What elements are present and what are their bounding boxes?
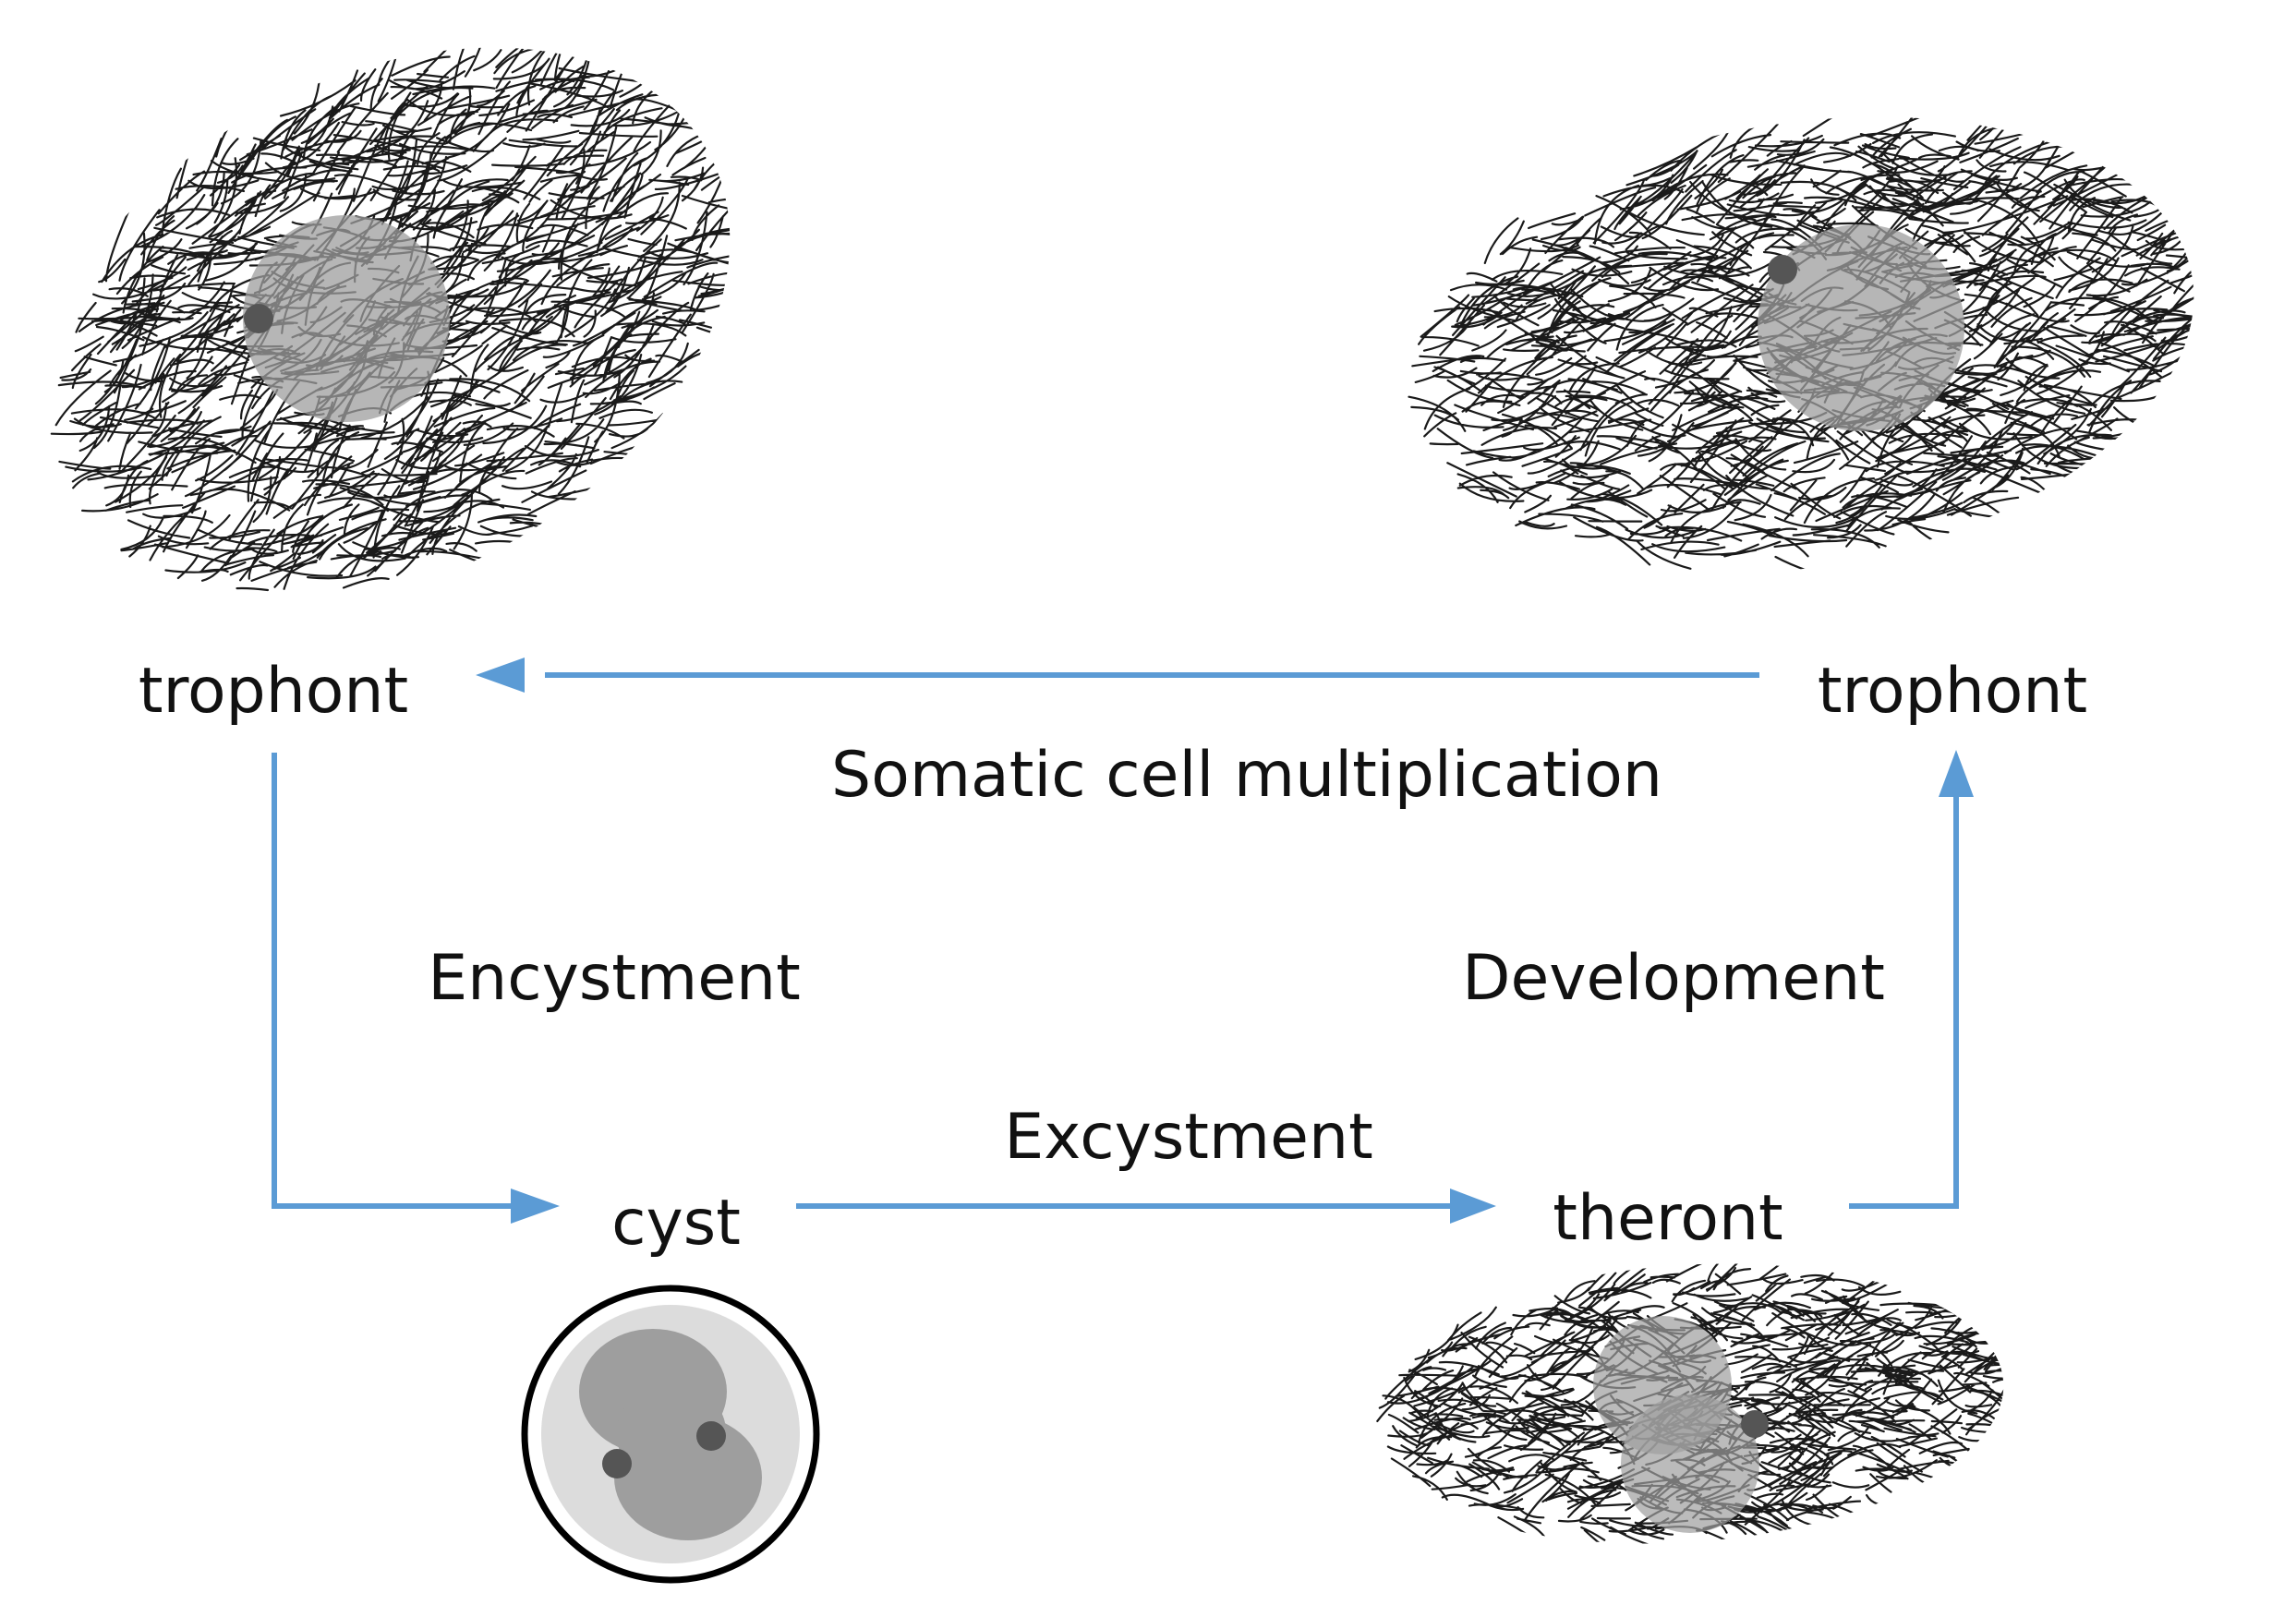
- cyst-micronucleus-right: [696, 1421, 726, 1451]
- arrow-encystment-head: [511, 1189, 560, 1224]
- theront-micronucleus: [1741, 1410, 1769, 1438]
- trophont-right-micronucleus: [1768, 255, 1797, 284]
- theront-label: theront: [1553, 1182, 1782, 1255]
- trophont-left-macronucleus: [243, 215, 450, 422]
- trophont-left-label: trophont: [139, 655, 408, 728]
- development-label: Development: [1462, 942, 1885, 1015]
- cyst-macronucleus-bridge: [617, 1390, 726, 1478]
- arrows: [272, 658, 1974, 1224]
- arrow-encystment-line: [272, 753, 511, 1209]
- theront-icon: [1376, 1243, 2013, 1564]
- trophont-left-icon: [50, 3, 781, 592]
- theront-macronucleus-lower: [1621, 1394, 1759, 1533]
- arrow-somatic-multiplication-head: [476, 658, 525, 693]
- trophont-right-label: trophont: [1818, 655, 2087, 728]
- cyst-micronucleus-left: [602, 1449, 632, 1478]
- arrow-excystment-head: [1450, 1189, 1496, 1224]
- encystment-label: Encystment: [428, 942, 801, 1015]
- arrow-development-line: [1849, 797, 1959, 1209]
- trophont-right-icon: [1408, 95, 2230, 573]
- trophont-left-micronucleus: [244, 304, 273, 333]
- excystment-label: Excystment: [1004, 1101, 1373, 1174]
- cyst-icon: [521, 1285, 820, 1584]
- arrow-development-head: [1939, 750, 1974, 797]
- trophont-right-macronucleus: [1758, 224, 1964, 431]
- somatic-multiplication-label: Somatic cell multiplication: [831, 739, 1662, 812]
- cyst-label: cyst: [611, 1187, 741, 1260]
